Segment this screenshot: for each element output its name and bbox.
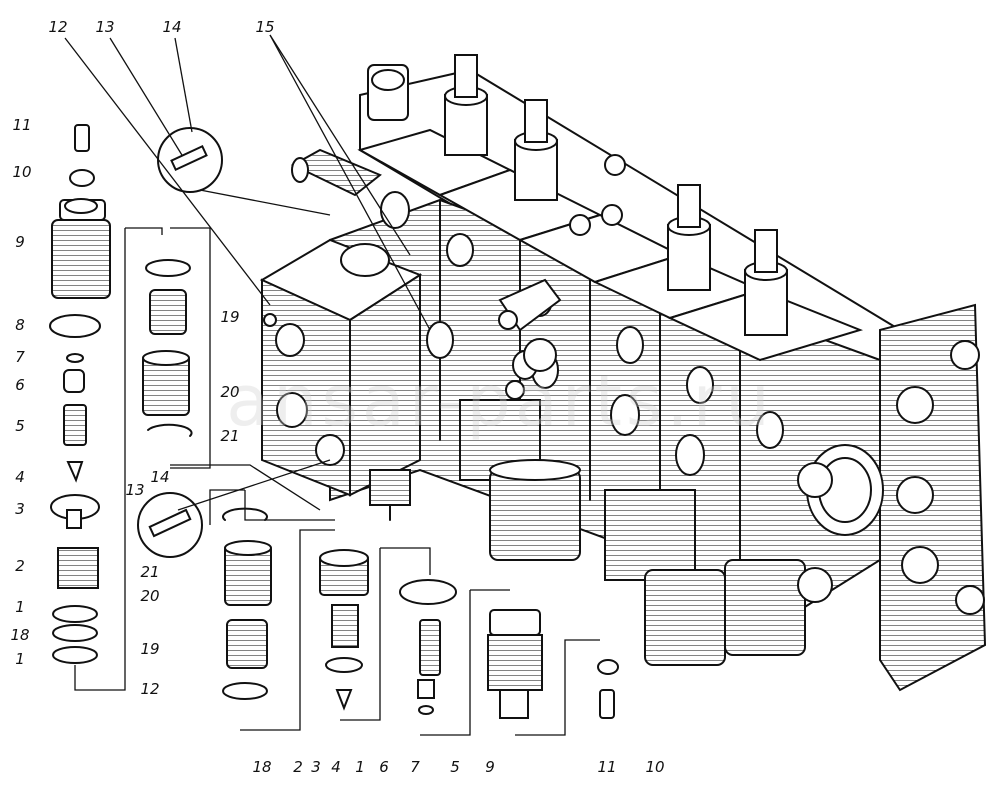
label-bottom-18: 18 [252,758,271,776]
label-left-5: 5 [15,417,25,435]
leader-lines [64,34,600,736]
label-bottom-6: 6 [379,758,389,776]
label-mid-21: 21 [220,427,239,445]
label-left-4: 4 [15,468,25,486]
label-left-3: 3 [15,500,25,518]
callout-bolt-top [157,127,223,193]
label-mid-14: 14 [150,468,169,486]
watermark: ansar-parts.ru [226,360,774,442]
label-left-6: 6 [15,376,25,394]
callout-bolt-bottom [137,492,203,558]
label-left-2: 2 [15,557,25,575]
label-bottom-4: 4 [331,758,341,776]
label-bottom-11: 11 [597,758,616,776]
left-valve-body [259,148,423,521]
label-mid-20b: 20 [140,587,159,605]
label-left-11: 11 [12,116,31,134]
label-top-12: 12 [48,18,67,36]
label-mid-12: 12 [140,680,159,698]
label-left-1a: 1 [15,598,25,616]
label-left-7: 7 [15,348,25,366]
label-bottom-1: 1 [355,758,365,776]
parts-column-left [49,124,111,664]
label-left-9: 9 [15,233,25,251]
label-left-8: 8 [15,316,25,334]
label-top-15: 15 [255,18,274,36]
parts-column-middle [142,259,272,700]
label-mid-21b: 21 [140,563,159,581]
label-bottom-10: 10 [645,758,664,776]
label-left-18: 18 [10,626,29,644]
label-bottom-9: 9 [485,758,495,776]
label-top-14: 14 [162,18,181,36]
label-mid-19b: 19 [140,640,159,658]
valve-block-assembly [329,54,987,692]
label-mid-13: 13 [125,481,144,499]
label-bottom-5: 5 [450,758,460,776]
label-left-1b: 1 [15,650,25,668]
label-bottom-2: 2 [293,758,303,776]
part-labels: 12 13 14 15 11 10 9 8 7 6 5 4 3 2 1 18 1… [10,18,664,776]
label-mid-20: 20 [220,383,239,401]
label-mid-19: 19 [220,308,239,326]
label-bottom-3: 3 [311,758,321,776]
label-left-10: 10 [12,163,31,181]
label-top-13: 13 [95,18,114,36]
label-bottom-7: 7 [410,758,420,776]
parts-row-bottom [319,549,619,719]
